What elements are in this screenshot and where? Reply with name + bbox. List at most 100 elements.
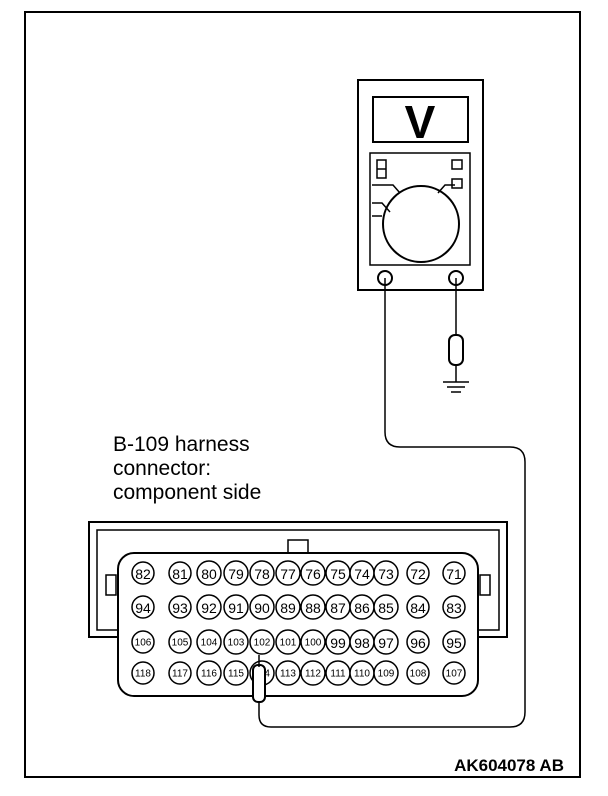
pin-circle-97 — [373, 629, 399, 655]
pin-circle-106 — [131, 630, 155, 654]
selector-dial — [382, 185, 460, 263]
pin-label-101: 101 — [280, 638, 297, 649]
pin-label-76: 76 — [305, 566, 321, 582]
pin-label-81: 81 — [172, 566, 188, 582]
pin-label-80: 80 — [201, 566, 217, 582]
pin-label-95: 95 — [446, 635, 462, 651]
pin-label-92: 92 — [201, 600, 217, 616]
pin-circle-116 — [196, 660, 222, 686]
pin-circle-90 — [249, 594, 275, 620]
mode-button-bottom — [451, 178, 463, 189]
pin-circle-89 — [275, 594, 301, 620]
pin-circle-118 — [131, 661, 155, 685]
ground-lead — [448, 278, 464, 382]
connector-side-key-right — [479, 574, 491, 596]
pin-circle-109 — [373, 660, 399, 686]
pin-label-86: 86 — [354, 600, 370, 616]
pin-circle-81 — [168, 561, 192, 585]
pin-circle-94 — [131, 595, 155, 619]
pin-label-75: 75 — [330, 566, 346, 582]
pin-label-90: 90 — [254, 600, 270, 616]
pin-label-104: 104 — [201, 638, 218, 649]
pin-label-91: 91 — [228, 600, 244, 616]
pin-circle-79 — [223, 560, 249, 586]
pin-label-106: 106 — [135, 638, 152, 649]
pin-circle-117 — [168, 661, 192, 685]
pin-circle-85 — [373, 594, 399, 620]
pin-label-77: 77 — [280, 566, 296, 582]
pin-label-88: 88 — [305, 600, 321, 616]
pin-label-96: 96 — [410, 635, 426, 651]
connector-label-line-2: connector: — [113, 457, 211, 480]
pin-label-117: 117 — [172, 669, 188, 680]
voltmeter: V — [357, 79, 484, 291]
pin-label-85: 85 — [378, 600, 394, 616]
pin-circle-95 — [442, 630, 466, 654]
mode-button-top — [451, 159, 463, 170]
pin-circle-76 — [300, 560, 326, 586]
pin-label-84: 84 — [410, 600, 426, 616]
pin-label-113: 113 — [280, 669, 296, 680]
pin-label-71: 71 — [446, 566, 462, 582]
pin-label-108: 108 — [410, 669, 427, 680]
ground-icon — [443, 381, 469, 393]
pin-label-74: 74 — [354, 566, 370, 582]
connector-latch — [287, 539, 309, 555]
pin-circle-88 — [300, 594, 326, 620]
pin-label-111: 111 — [330, 669, 346, 680]
pin-circle-91 — [223, 594, 249, 620]
pin-label-103: 103 — [228, 638, 245, 649]
pin-circle-73 — [373, 560, 399, 586]
pin-label-99: 99 — [330, 635, 346, 651]
pin-label-115: 115 — [228, 669, 244, 680]
pin-circle-105 — [168, 630, 192, 654]
pin-circle-103 — [223, 629, 249, 655]
pin-label-110: 110 — [354, 669, 370, 680]
pin-circle-96 — [406, 630, 430, 654]
pin-label-118: 118 — [135, 669, 151, 680]
pin-label-83: 83 — [446, 600, 462, 616]
pin-circle-84 — [406, 595, 430, 619]
pin-label-107: 107 — [446, 669, 463, 680]
pin-label-89: 89 — [280, 600, 296, 616]
pin-circle-71 — [442, 561, 466, 585]
voltmeter-symbol: V — [405, 96, 436, 148]
pin-label-112: 112 — [305, 669, 321, 680]
pin-circle-104 — [196, 629, 222, 655]
pin-label-102: 102 — [254, 638, 271, 649]
positive-test-lead — [258, 278, 526, 728]
pin-circle-112 — [300, 660, 326, 686]
backprobe-tip — [252, 664, 266, 703]
pin-label-93: 93 — [172, 600, 188, 616]
dial-range-marks — [372, 184, 455, 217]
pin-label-97: 97 — [378, 635, 394, 651]
pin-label-109: 109 — [378, 669, 395, 680]
pin-label-72: 72 — [410, 566, 426, 582]
connector-label-line-1: B-109 harness — [113, 433, 250, 456]
pin-circle-93 — [168, 595, 192, 619]
figure-code: AK604078 AB — [454, 756, 564, 775]
pin-circle-113 — [275, 660, 301, 686]
pin-circle-77 — [275, 560, 301, 586]
pin-label-105: 105 — [172, 638, 189, 649]
connector-face — [117, 552, 479, 697]
connector-label-line-3: component side — [113, 481, 261, 504]
pin-circle-100 — [300, 629, 326, 655]
pin-circle-72 — [406, 561, 430, 585]
ground-probe — [448, 334, 464, 366]
pin-circle-92 — [196, 594, 222, 620]
pin-label-87: 87 — [330, 600, 346, 616]
pin-label-98: 98 — [354, 635, 370, 651]
pin-circle-80 — [196, 560, 222, 586]
pin-circle-108 — [406, 661, 430, 685]
pin-label-116: 116 — [201, 669, 217, 680]
pin-label-100: 100 — [305, 638, 322, 649]
pin-label-79: 79 — [228, 566, 244, 582]
pin-circle-78 — [249, 560, 275, 586]
connector-side-key-left — [105, 574, 117, 596]
pin-label-78: 78 — [254, 566, 270, 582]
pin-circle-102 — [249, 629, 275, 655]
